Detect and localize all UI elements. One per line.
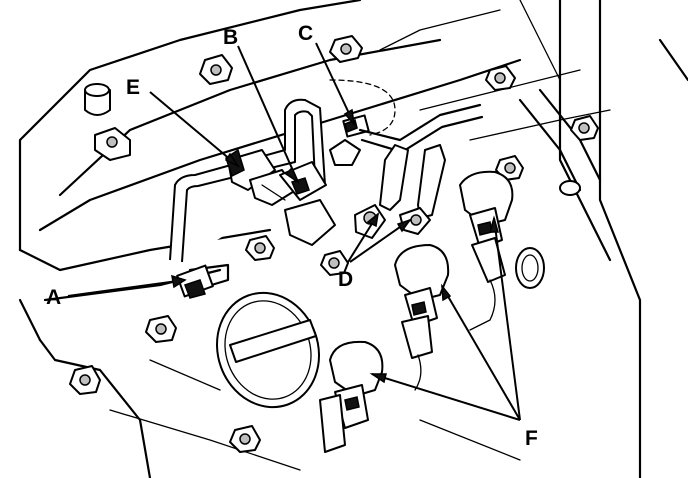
bolt-group [69,35,599,453]
callout-d: D [338,268,353,291]
ignition-coil-2 [394,244,450,391]
callout-f: F [525,427,538,450]
oil-filler-cap [215,291,321,409]
arrowheads [171,108,499,384]
callout-e: E [126,76,140,99]
callout-c: C [298,22,313,45]
engine-block-outline [18,0,688,478]
leader-lines [67,42,521,421]
hose-clamp [515,247,545,289]
hose-clips-d [354,144,446,239]
sensor-c [329,79,484,166]
ignition-coil-3 [319,340,384,453]
callout-b: B [223,26,238,49]
callout-a: A [46,286,61,309]
